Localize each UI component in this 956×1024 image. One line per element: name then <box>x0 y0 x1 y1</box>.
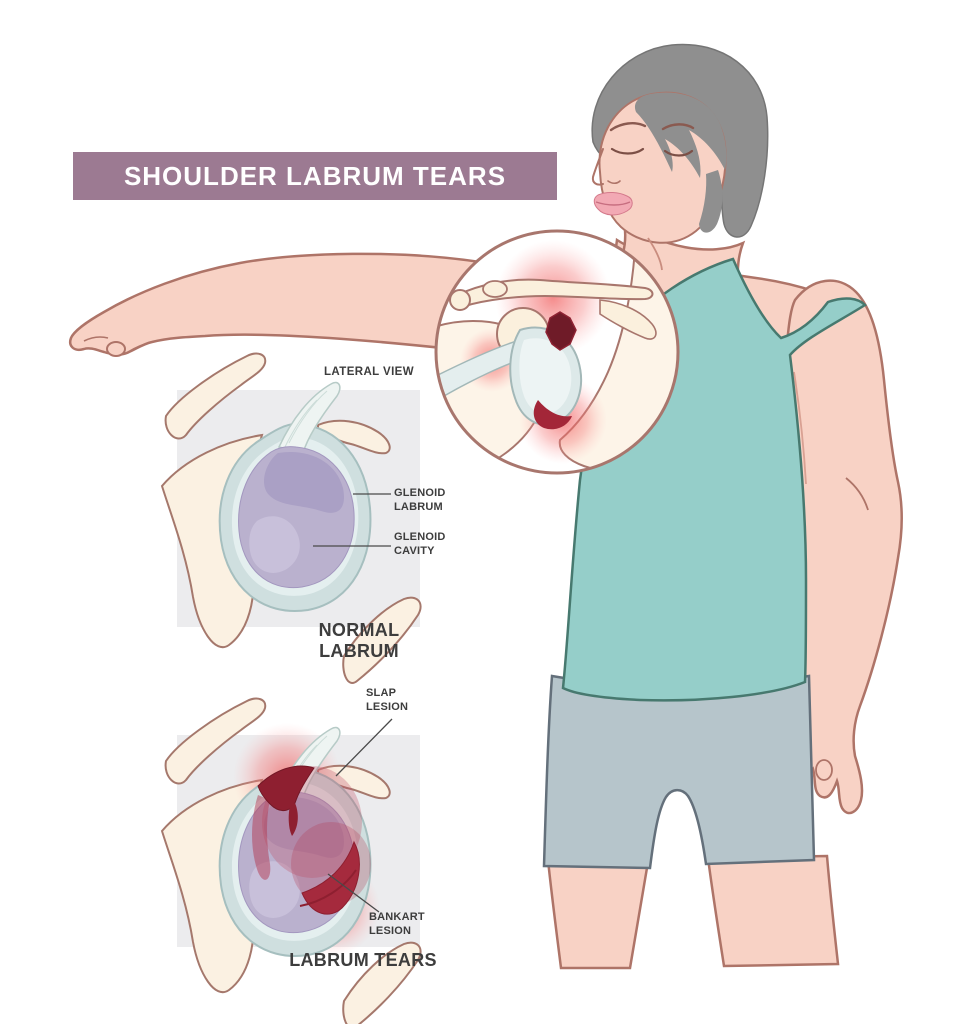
shorts <box>542 674 816 870</box>
eyebrow-left <box>609 122 647 132</box>
jaw-line <box>647 237 663 271</box>
title-text: SHOULDER LABRUM TEARS <box>123 160 507 191</box>
closed-eye-right <box>663 149 694 157</box>
caption-labrum-tears: LABRUM TEARS <box>289 950 437 970</box>
label-line-slap <box>335 718 393 777</box>
label-glenoid-cavity: GLENOID CAVITY <box>394 531 446 558</box>
label-lateral-view: LATERAL VIEW <box>324 366 414 378</box>
label-slap-lesion: SLAP LESION <box>366 687 409 714</box>
normal-labrum-diagram <box>161 352 422 684</box>
label-bankart-lesion: BANKART LESION <box>369 911 425 938</box>
extended-arm <box>69 252 482 357</box>
caption-normal-labrum: NORMAL LABRUM <box>318 620 400 661</box>
inset-border <box>434 229 680 475</box>
title-banner: SHOULDER LABRUM TEARS <box>73 152 557 200</box>
eyebrow-right <box>661 123 695 131</box>
thumb-nail <box>815 759 833 781</box>
man-figure <box>69 43 903 970</box>
sideburn <box>699 170 723 233</box>
label-glenoid-labrum: GLENOID LABRUM <box>394 487 446 514</box>
lips <box>593 192 633 216</box>
bankart-lesion-shape <box>301 840 360 915</box>
closed-eye-left <box>610 147 645 155</box>
shoulder-inset-circle <box>434 229 680 475</box>
thumb <box>106 341 126 357</box>
nose <box>591 148 604 186</box>
hair-fringe <box>634 92 727 178</box>
label-line-bankart <box>327 873 380 913</box>
legs <box>546 854 840 970</box>
head <box>591 43 769 271</box>
slap-lesion-shape <box>257 765 315 812</box>
nostril <box>607 180 621 185</box>
labrum-tears-diagram <box>161 697 422 1024</box>
mouth-line <box>595 201 631 206</box>
